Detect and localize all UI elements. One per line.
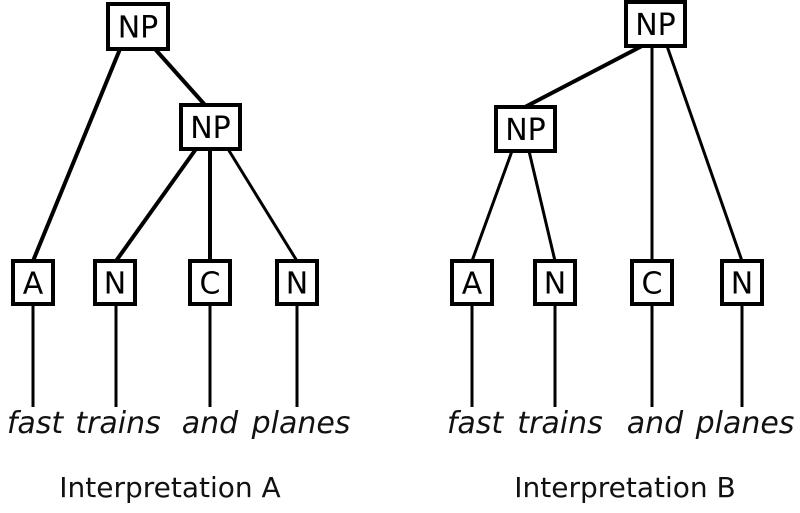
word-b-word-and: and <box>627 406 684 441</box>
word-b-word-planes: planes <box>695 406 795 441</box>
tree-edge-b-root-to-b-np2 <box>524 44 643 109</box>
node-label-b-leaf-n2: N <box>731 267 753 302</box>
node-box-a-leaf-a[interactable] <box>11 259 55 306</box>
word-a-word-trains: trains <box>75 406 160 441</box>
node-label-b-root: NP <box>635 8 676 43</box>
node-box-a-leaf-c[interactable] <box>188 259 232 306</box>
word-a-word-planes: planes <box>251 406 351 441</box>
tree-edge-a-root-to-a-np2 <box>153 47 207 107</box>
node-box-b-leaf-a[interactable] <box>450 259 494 306</box>
tree-edge-b-root-to-b-leaf-n2 <box>665 45 744 262</box>
node-box-a-root[interactable] <box>106 2 170 51</box>
node-label-b-leaf-c: C <box>642 267 663 302</box>
word-b-word-trains: trains <box>517 406 602 441</box>
word-a-word-fast: fast <box>7 406 65 441</box>
node-box-a-leaf-n1[interactable] <box>93 259 137 306</box>
tree-edge-a-np2-to-a-leaf-n2 <box>226 148 299 262</box>
node-box-b-leaf-c[interactable] <box>630 259 674 306</box>
node-label-b-leaf-a: A <box>462 267 483 302</box>
tree-edge-a-root-to-a-leaf-a <box>31 48 122 262</box>
node-box-b-root[interactable] <box>624 0 687 48</box>
node-box-a-leaf-n2[interactable] <box>275 259 319 306</box>
word-b-word-fast: fast <box>447 406 505 441</box>
node-label-b-leaf-n1: N <box>544 267 566 302</box>
tree-edge-b-np2-to-b-leaf-a <box>470 150 514 262</box>
node-label-a-leaf-n1: N <box>104 267 126 302</box>
node-box-a-np2[interactable] <box>179 103 242 151</box>
node-label-a-np2: NP <box>190 111 231 146</box>
node-label-a-leaf-c: C <box>200 267 221 302</box>
node-label-a-root: NP <box>118 11 159 46</box>
caption-interpretation-b: Interpretation B <box>514 471 736 504</box>
node-box-b-np2[interactable] <box>494 105 557 153</box>
node-box-b-leaf-n1[interactable] <box>533 259 577 306</box>
node-box-b-leaf-n2[interactable] <box>720 259 764 306</box>
tree-edge-b-np2-to-b-leaf-n1 <box>527 150 557 262</box>
word-a-word-and: and <box>182 406 239 441</box>
node-label-a-leaf-a: A <box>23 267 44 302</box>
node-label-b-np2: NP <box>505 113 546 148</box>
caption-interpretation-a: Interpretation A <box>59 471 280 504</box>
node-label-a-leaf-n2: N <box>286 267 308 302</box>
tree-edge-a-np2-to-a-leaf-n1 <box>114 147 198 263</box>
